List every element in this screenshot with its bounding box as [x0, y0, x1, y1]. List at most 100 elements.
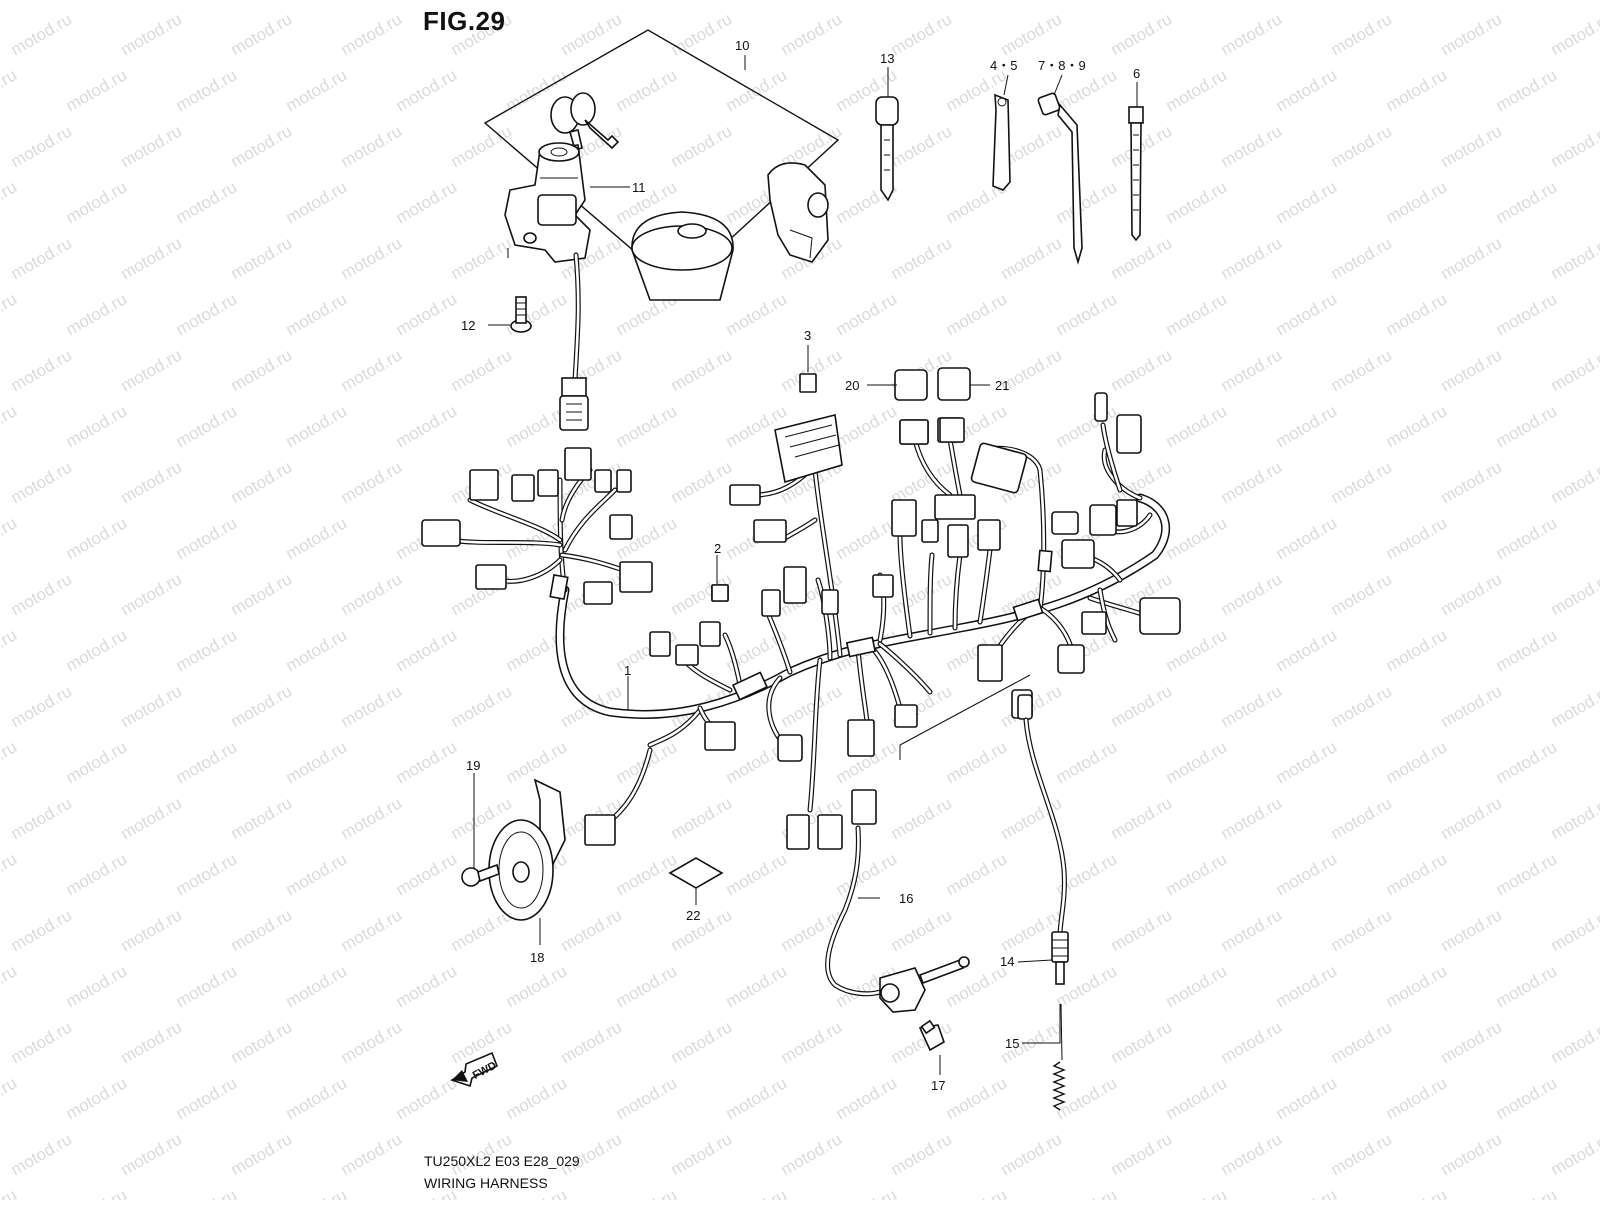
watermark-text: motod.ru: [63, 401, 131, 451]
watermark-text: motod.ru: [283, 177, 351, 227]
watermark-text: motod.ru: [1328, 9, 1396, 59]
watermark-text: motod.ru: [0, 177, 20, 227]
watermark-text: motod.ru: [1218, 905, 1286, 955]
watermark-text: motod.ru: [1438, 345, 1506, 395]
watermark-text: motod.ru: [0, 401, 20, 451]
watermark-text: motod.ru: [1163, 513, 1231, 563]
watermark-text: motod.ru: [1108, 9, 1176, 59]
watermark-text: motod.ru: [1438, 569, 1506, 619]
watermark-text: motod.ru: [448, 681, 516, 731]
watermark-text: motod.ru: [558, 9, 626, 59]
watermark-text: motod.ru: [228, 121, 296, 171]
watermark-text: motod.ru: [1548, 233, 1600, 283]
watermark-text: motod.ru: [63, 289, 131, 339]
cable-tie-6: [1129, 107, 1143, 240]
watermark-text: motod.ru: [1163, 289, 1231, 339]
watermark-text: motod.ru: [118, 457, 186, 507]
watermark-text: motod.ru: [833, 401, 901, 451]
watermark-text: motod.ru: [1438, 9, 1506, 59]
watermark-text: motod.ru: [283, 1185, 351, 1200]
watermark-text: motod.ru: [1108, 681, 1176, 731]
watermark-text: motod.ru: [833, 849, 901, 899]
watermark-text: motod.ru: [1383, 625, 1451, 675]
watermark-text: motod.ru: [1053, 0, 1121, 3]
watermark-text: motod.ru: [1328, 569, 1396, 619]
watermark-text: motod.ru: [63, 177, 131, 227]
watermark-text: motod.ru: [173, 65, 241, 115]
watermark-text: motod.ru: [228, 345, 296, 395]
watermark-text: motod.ru: [1438, 1129, 1506, 1179]
watermark-text: motod.ru: [1273, 513, 1341, 563]
watermark-text: motod.ru: [283, 737, 351, 787]
watermark-text: motod.ru: [558, 905, 626, 955]
seat-lock-drawing: [768, 163, 828, 262]
watermark-text: motod.ru: [888, 569, 956, 619]
watermark-text: motod.ru: [1493, 849, 1561, 899]
watermark-text: motod.ru: [118, 345, 186, 395]
callout-18: 18: [530, 950, 544, 965]
callout-19: 19: [466, 758, 480, 773]
watermark-text: motod.ru: [668, 1017, 736, 1067]
watermark-text: motod.ru: [173, 1073, 241, 1123]
watermark-text: motod.ru: [393, 1073, 461, 1123]
watermark-text: motod.ru: [1328, 345, 1396, 395]
watermark-text: motod.ru: [1548, 9, 1600, 59]
watermark-text: motod.ru: [1548, 905, 1600, 955]
watermark-text: motod.ru: [1108, 905, 1176, 955]
watermark-text: motod.ru: [118, 9, 186, 59]
watermark-text: motod.ru: [888, 793, 956, 843]
watermark-text: motod.ru: [1383, 0, 1451, 3]
watermark-text: motod.ru: [668, 793, 736, 843]
watermark-text: motod.ru: [1493, 513, 1561, 563]
watermark-text: motod.ru: [393, 65, 461, 115]
connector-20-21-drawing: [895, 368, 970, 444]
watermark-text: motod.ru: [1218, 569, 1286, 619]
watermark-text: motod.ru: [1493, 961, 1561, 1011]
watermark-text: motod.ru: [943, 1185, 1011, 1200]
watermark-text: motod.ru: [1328, 233, 1396, 283]
watermark-text: motod.ru: [1108, 345, 1176, 395]
watermark-text: motod.ru: [63, 961, 131, 1011]
watermark-text: motod.ru: [393, 625, 461, 675]
watermark-text: motod.ru: [338, 121, 406, 171]
watermark-text: motod.ru: [1383, 401, 1451, 451]
watermark-text: motod.ru: [118, 793, 186, 843]
watermark-text: motod.ru: [228, 233, 296, 283]
callout-12: 12: [461, 318, 475, 333]
watermark-text: motod.ru: [338, 345, 406, 395]
watermark-text: motod.ru: [173, 289, 241, 339]
watermark-text: motod.ru: [1383, 513, 1451, 563]
ignition-switch-drawing: [505, 143, 590, 430]
watermark-text: motod.ru: [448, 121, 516, 171]
watermark-text: motod.ru: [888, 121, 956, 171]
watermark-text: motod.ru: [723, 1073, 791, 1123]
watermark-text: motod.ru: [63, 513, 131, 563]
watermark-text: motod.ru: [1493, 177, 1561, 227]
watermark-text: motod.ru: [998, 1129, 1066, 1179]
watermark-text: motod.ru: [1438, 681, 1506, 731]
watermark-text: motod.ru: [1273, 177, 1341, 227]
watermark-text: motod.ru: [1548, 569, 1600, 619]
watermark-text: motod.ru: [118, 905, 186, 955]
watermark-text: motod.ru: [393, 0, 461, 3]
watermark-text: motod.ru: [448, 233, 516, 283]
watermark-text: motod.ru: [63, 1073, 131, 1123]
watermark-text: motod.ru: [1548, 121, 1600, 171]
watermark-text: motod.ru: [1493, 1185, 1561, 1200]
watermark-text: motod.ru: [723, 0, 791, 3]
watermark-text: motod.ru: [0, 961, 20, 1011]
watermark-text: motod.ru: [1053, 289, 1121, 339]
watermark-text: motod.ru: [8, 121, 76, 171]
watermark-text: motod.ru: [558, 1017, 626, 1067]
watermark-text: motod.ru: [118, 681, 186, 731]
callout-20: 20: [845, 378, 859, 393]
callout-1: 1: [624, 663, 631, 678]
callout-22: 22: [686, 908, 700, 923]
watermark-text: motod.ru: [1493, 65, 1561, 115]
watermark-text: motod.ru: [1163, 177, 1231, 227]
watermark-text: motod.ru: [63, 849, 131, 899]
watermark-text: motod.ru: [723, 849, 791, 899]
watermark-text: motod.ru: [0, 0, 20, 3]
watermark-text: motod.ru: [448, 345, 516, 395]
watermark-text: motod.ru: [1548, 793, 1600, 843]
